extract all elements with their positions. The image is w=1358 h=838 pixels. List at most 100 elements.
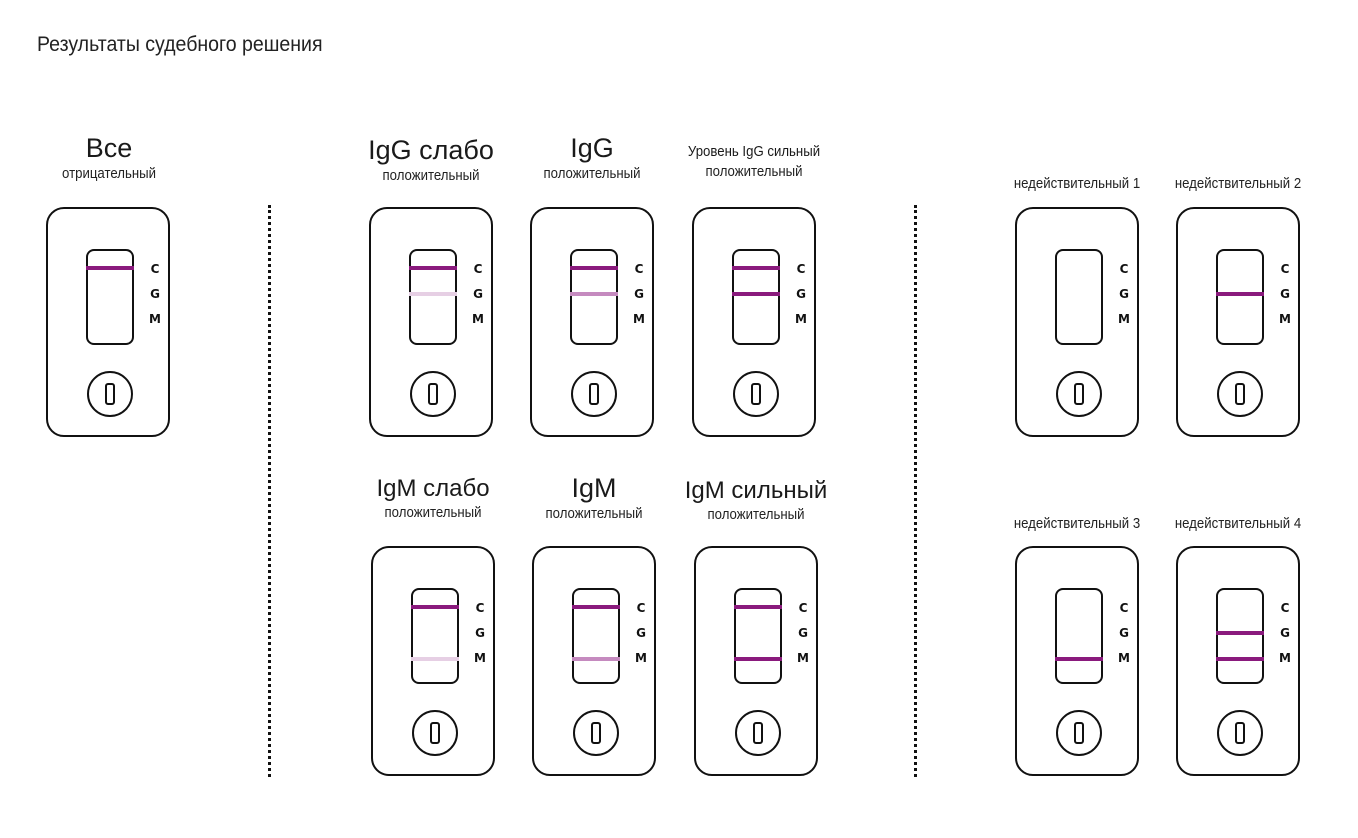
sample-slot-icon — [751, 383, 761, 405]
band-g-line — [1216, 631, 1264, 635]
band-g-line — [570, 292, 618, 296]
band-c-line — [411, 605, 459, 609]
line-label-m: M — [472, 312, 484, 326]
line-label-g: G — [1119, 287, 1129, 301]
sample-well-icon — [1217, 710, 1263, 756]
sample-slot-icon — [591, 722, 601, 744]
cassette-subtitle: недействительный 2 — [1174, 175, 1302, 192]
sample-well-icon — [735, 710, 781, 756]
result-window — [409, 249, 457, 345]
line-label-c: C — [1280, 262, 1290, 276]
band-c-line — [86, 266, 134, 270]
cassette-title: IgM сильный — [684, 477, 828, 504]
band-c-line — [572, 605, 620, 609]
line-label-g: G — [150, 287, 160, 301]
line-label-m: M — [149, 312, 161, 326]
sample-well-icon — [571, 371, 617, 417]
cassette-subtitle: положительный — [707, 506, 805, 524]
cassette-label-9: недействительный 2 — [1153, 172, 1323, 192]
cassette-subtitle: недействительный 3 — [1013, 515, 1141, 532]
band-m-line — [734, 657, 782, 661]
band-c-line — [570, 266, 618, 270]
band-m-line — [411, 657, 459, 661]
line-label-c: C — [150, 262, 160, 276]
cassette-title: IgG слабо — [368, 135, 494, 165]
band-g-line — [409, 292, 457, 296]
cassette-label-7: IgM сильный положительный — [671, 478, 841, 523]
line-label-c: C — [796, 262, 806, 276]
band-c-line — [409, 266, 457, 270]
band-m-line — [1055, 657, 1103, 661]
sample-slot-icon — [1235, 722, 1245, 744]
result-window — [734, 588, 782, 684]
line-label-c: C — [636, 601, 646, 615]
cassette-label-5: IgM слабо положительный — [348, 476, 518, 521]
result-window — [732, 249, 780, 345]
cassette-subtitle: положительный — [545, 505, 643, 523]
line-label-g: G — [796, 287, 806, 301]
cassette-label-1: Все отрицательный — [24, 134, 194, 182]
result-window — [572, 588, 620, 684]
sample-well-icon — [573, 710, 619, 756]
line-label-g: G — [475, 626, 485, 640]
cassette-label-2: IgG слабо положительный — [346, 136, 516, 184]
cassette-subtitle: недействительный 1 — [1013, 175, 1141, 192]
line-label-g: G — [798, 626, 808, 640]
result-window — [411, 588, 459, 684]
result-window — [86, 249, 134, 345]
cassette-title: IgM слабо — [376, 475, 490, 502]
line-label-m: M — [635, 651, 647, 665]
cassette-label-11: недействительный 4 — [1153, 512, 1323, 532]
sample-slot-icon — [428, 383, 438, 405]
band-g-line — [1216, 292, 1264, 296]
line-label-g: G — [1280, 626, 1290, 640]
result-window — [1055, 588, 1103, 684]
band-c-line — [734, 605, 782, 609]
cassette-subtitle: положительный — [384, 504, 482, 522]
band-m-line — [1216, 657, 1264, 661]
line-label-m: M — [1279, 651, 1291, 665]
sample-slot-icon — [105, 383, 115, 405]
sample-well-icon — [87, 371, 133, 417]
sample-well-icon — [410, 371, 456, 417]
line-label-c: C — [475, 601, 485, 615]
result-window — [1055, 249, 1103, 345]
line-label-g: G — [636, 626, 646, 640]
line-label-c: C — [1119, 262, 1129, 276]
line-label-g: G — [634, 287, 644, 301]
cassette-title: Все — [85, 133, 133, 163]
line-label-m: M — [797, 651, 809, 665]
page-title: Результаты судебного решения — [37, 33, 323, 56]
result-window — [1216, 588, 1264, 684]
sample-slot-icon — [753, 722, 763, 744]
cassette-subtitle: положительный — [705, 162, 803, 180]
line-label-m: M — [795, 312, 807, 326]
sample-slot-icon — [430, 722, 440, 744]
line-label-g: G — [1119, 626, 1129, 640]
band-m-line — [572, 657, 620, 661]
sample-slot-icon — [1074, 722, 1084, 744]
line-label-g: G — [1280, 287, 1290, 301]
sample-well-icon — [412, 710, 458, 756]
divider-right — [914, 205, 917, 777]
cassette-subtitle: положительный — [382, 167, 480, 185]
line-label-c: C — [1119, 601, 1129, 615]
cassette-label-8: недействительный 1 — [992, 172, 1162, 192]
line-label-m: M — [1279, 312, 1291, 326]
line-label-c: C — [473, 262, 483, 276]
cassette-label-10: недействительный 3 — [992, 512, 1162, 532]
cassette-subtitle: положительный — [543, 165, 641, 183]
line-label-m: M — [1118, 651, 1130, 665]
cassette-subtitle: отрицательный — [62, 165, 156, 183]
line-label-c: C — [634, 262, 644, 276]
cassette-subtitle: недействительный 4 — [1174, 515, 1302, 532]
